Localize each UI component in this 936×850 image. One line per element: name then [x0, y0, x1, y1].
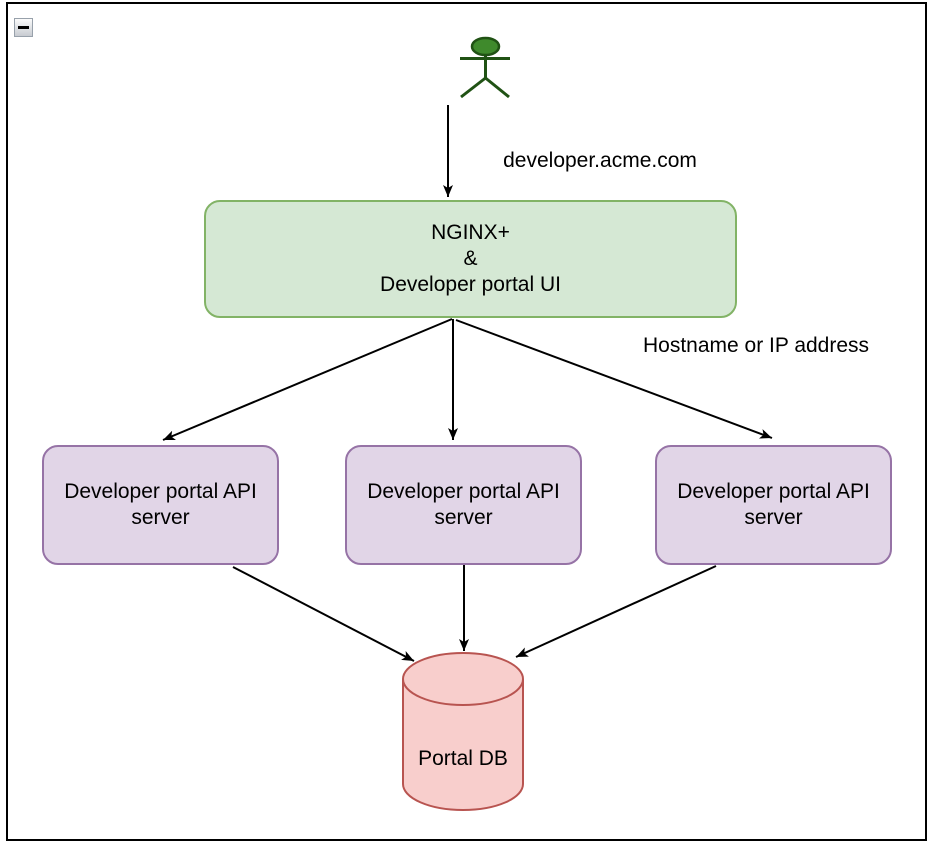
node-api-server-1[interactable]: Developer portal API server: [42, 445, 279, 565]
edge-api-3-to-db[interactable]: [515, 565, 717, 658]
portal-db-label: Portal DB: [418, 747, 508, 770]
diagram-frame-border: [6, 2, 927, 841]
edge-label-hostname-or-ip: Hostname or IP address: [642, 334, 870, 357]
api-server-1-label: Developer portal API server: [64, 480, 257, 529]
user-actor[interactable]: [460, 36, 510, 99]
minus-icon: [18, 26, 29, 29]
node-api-server-2[interactable]: Developer portal API server: [345, 445, 582, 565]
node-portal-db-shape[interactable]: [402, 652, 524, 811]
actor-head: [470, 36, 501, 57]
edge-api-1-to-db[interactable]: [232, 566, 415, 662]
db-cylinder-body: [402, 652, 524, 811]
edge-label-developer-domain: developer.acme.com: [503, 149, 697, 172]
node-nginx-gateway[interactable]: NGINX+ & Developer portal UI: [204, 200, 737, 318]
api-server-3-label: Developer portal API server: [677, 480, 870, 529]
node-api-server-3[interactable]: Developer portal API server: [655, 445, 892, 565]
db-cylinder-top-rim: [402, 678, 524, 706]
collapse-button[interactable]: [14, 18, 33, 37]
actor-left-leg: [460, 76, 487, 99]
edge-gateway-to-api-1[interactable]: [162, 318, 453, 441]
api-server-2-label: Developer portal API server: [367, 480, 560, 529]
edge-gateway-to-api-3[interactable]: [455, 319, 773, 439]
actor-right-leg: [484, 76, 510, 99]
gateway-label: NGINX+ & Developer portal UI: [380, 221, 561, 296]
